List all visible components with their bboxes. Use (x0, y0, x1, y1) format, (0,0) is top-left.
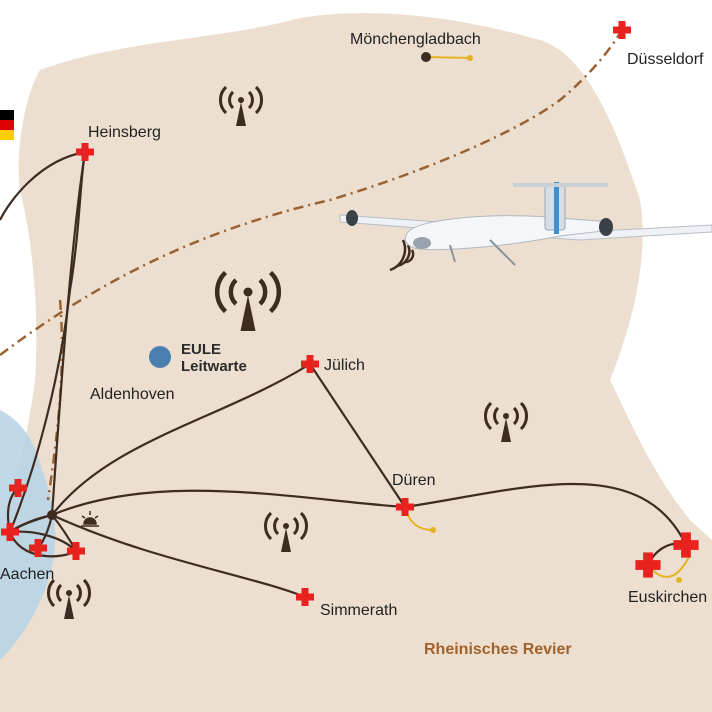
hospital-cross-icon (613, 21, 631, 39)
city-label-aldenhoven: Aldenhoven (90, 386, 175, 403)
control-center-line2: Leitwarte (181, 358, 247, 375)
city-label-euskirchen: Euskirchen (628, 589, 708, 606)
city-label-duesseldorf: Düsseldorf (627, 51, 704, 68)
german-flag-icon (0, 110, 14, 140)
city-label-juelich: Jülich (324, 357, 365, 374)
city-label-simmerath: Simmerath (320, 602, 398, 619)
control-center-label: EULE Leitwarte (181, 341, 247, 375)
airspace-dot (430, 527, 436, 533)
water-area (0, 410, 56, 660)
beacon-light-icon (81, 511, 99, 527)
airspace-dot (676, 577, 682, 583)
city-label-dueren: Düren (392, 472, 436, 489)
airspace-dot (467, 55, 473, 61)
vtol-drone-icon (339, 182, 712, 266)
city-label-heinsberg: Heinsberg (88, 124, 161, 141)
city-label-aachen: Aachen (0, 566, 55, 583)
node-dot (421, 52, 431, 62)
region-label: Rheinisches Revier (424, 641, 572, 658)
control-center-line1: EULE (181, 341, 222, 358)
city-label-moenchengladbach: Mönchengladbach (350, 31, 481, 48)
land-area (0, 13, 712, 712)
control-center-dot-icon (149, 346, 171, 368)
node-dot (47, 510, 57, 520)
signal-waves-icon (389, 239, 415, 272)
